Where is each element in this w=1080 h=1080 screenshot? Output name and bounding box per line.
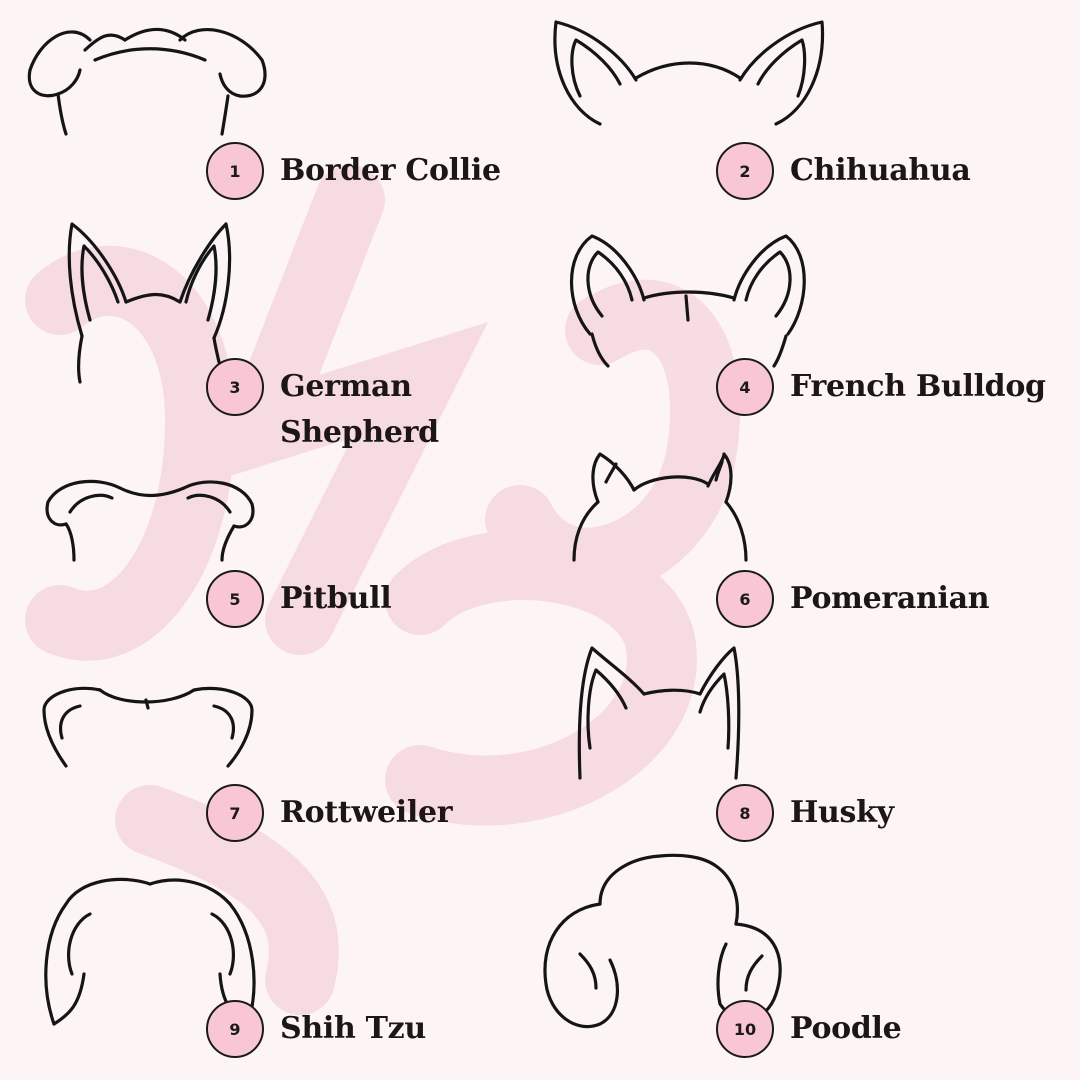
breed-name-7: Rottweiler: [280, 795, 453, 830]
badge-10: 10: [716, 1000, 774, 1058]
breed-name-9: Shih Tzu: [280, 1011, 426, 1046]
french-bulldog-ears-illustration: [569, 234, 806, 368]
badge-5: 5: [206, 570, 264, 628]
badge-9: 9: [206, 1000, 264, 1058]
badge-2: 2: [716, 142, 774, 200]
badge-7: 7: [206, 784, 264, 842]
breed-item-7: 7 Rottweiler: [0, 648, 540, 864]
breed-item-3: 3 German Shepherd: [0, 216, 540, 450]
badge-3: 3: [206, 358, 264, 416]
chihuahua-ears-illustration: [553, 20, 825, 126]
breed-name-3: German Shepherd: [280, 369, 439, 450]
badge-8: 8: [716, 784, 774, 842]
badge-1: 1: [206, 142, 264, 200]
husky-ears-illustration: [577, 646, 741, 780]
rottweiler-ears-illustration: [42, 686, 254, 768]
breed-name-5: Pitbull: [280, 581, 392, 616]
breed-name-1: Border Collie: [280, 153, 501, 188]
badge-6: 6: [716, 570, 774, 628]
badge-4: 4: [716, 358, 774, 416]
pitbull-ears-illustration: [45, 479, 255, 562]
breed-item-8: 8 Husky: [540, 646, 1080, 864]
breed-name-2: Chihuahua: [790, 153, 971, 188]
pomeranian-ears-illustration: [572, 452, 748, 562]
breed-item-4: 4 French Bulldog: [540, 216, 1080, 432]
breed-name-6: Pomeranian: [790, 581, 990, 616]
breed-name-8: Husky: [790, 795, 894, 830]
breed-name-10: Poodle: [790, 1011, 902, 1046]
breed-item-10: 10 Poodle: [540, 853, 1080, 1080]
breed-item-2: 2 Chihuahua: [540, 0, 1080, 216]
german-shepherd-ears-illustration: [67, 222, 232, 384]
border-collie-ears-illustration: [27, 27, 267, 136]
breed-item-6: 6 Pomeranian: [540, 432, 1080, 648]
breed-item-1: 1 Border Collie: [0, 0, 540, 216]
breed-item-5: 5 Pitbull: [0, 432, 540, 648]
breed-name-4: French Bulldog: [790, 369, 1046, 404]
breed-item-9: 9 Shih Tzu: [0, 864, 540, 1080]
